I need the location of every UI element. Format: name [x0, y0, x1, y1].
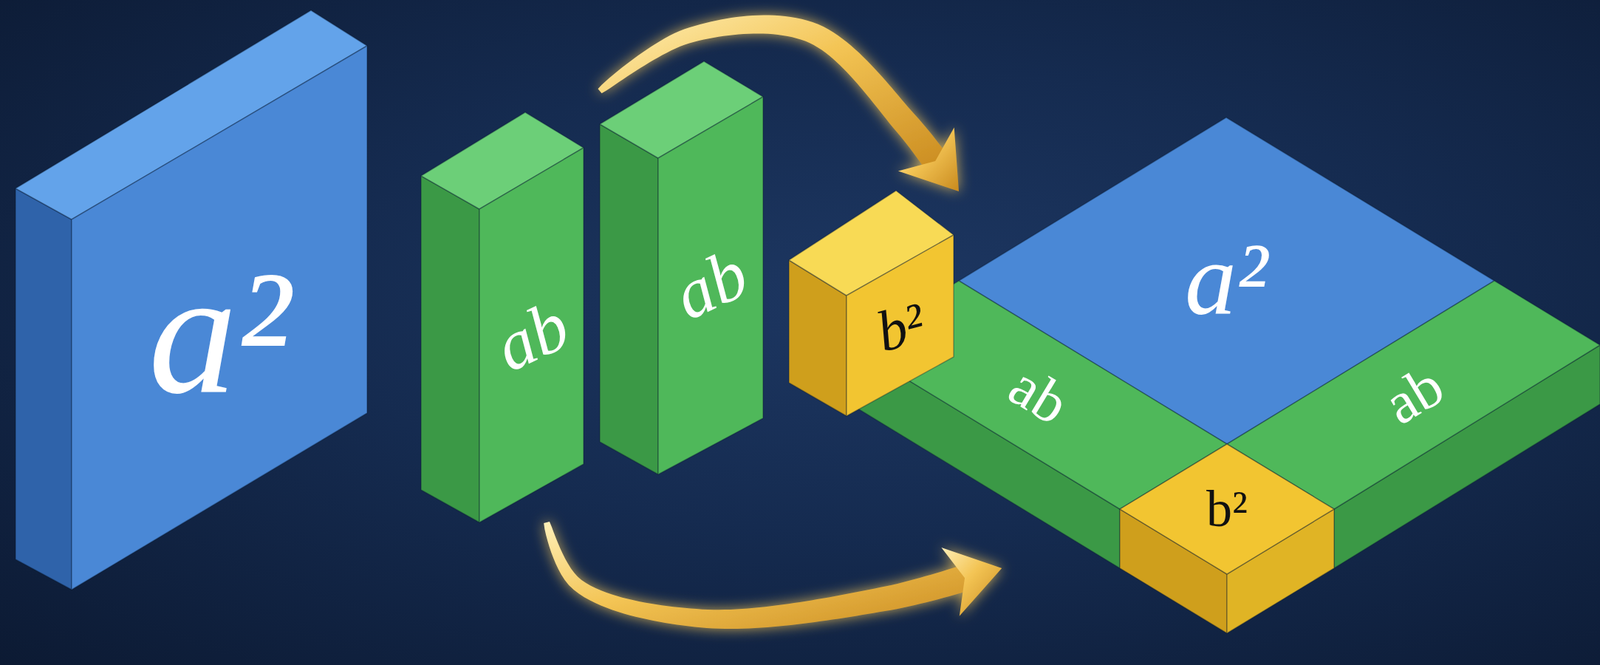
curved-arrow: [543, 521, 1002, 629]
shape-label: a²: [148, 243, 291, 422]
block-face: [599, 124, 659, 475]
block-face: [15, 188, 72, 590]
arrow-head: [941, 547, 1002, 617]
block-face: [479, 147, 584, 523]
block-face: [958, 117, 1495, 444]
rectangle-block: ab: [599, 61, 764, 475]
arrow-head: [898, 127, 959, 192]
block-face: [1226, 280, 1600, 509]
block-shape: [788, 190, 954, 416]
arrow-shaft: [597, 15, 949, 173]
block-face: [658, 96, 764, 475]
block-face: [851, 280, 1227, 509]
block-face: [1119, 443, 1335, 574]
square-block: a²: [15, 10, 368, 590]
shape-label: a²: [1184, 227, 1268, 331]
arrow-shaft: [543, 521, 973, 629]
square-tile: b²: [1119, 443, 1335, 634]
rectangle-block: ab: [421, 112, 584, 523]
shape-label: b²: [1206, 483, 1248, 535]
cube-block: b²: [788, 190, 954, 416]
block-face: [71, 45, 368, 590]
block-face: [421, 175, 480, 523]
block-shape: [1119, 443, 1335, 634]
